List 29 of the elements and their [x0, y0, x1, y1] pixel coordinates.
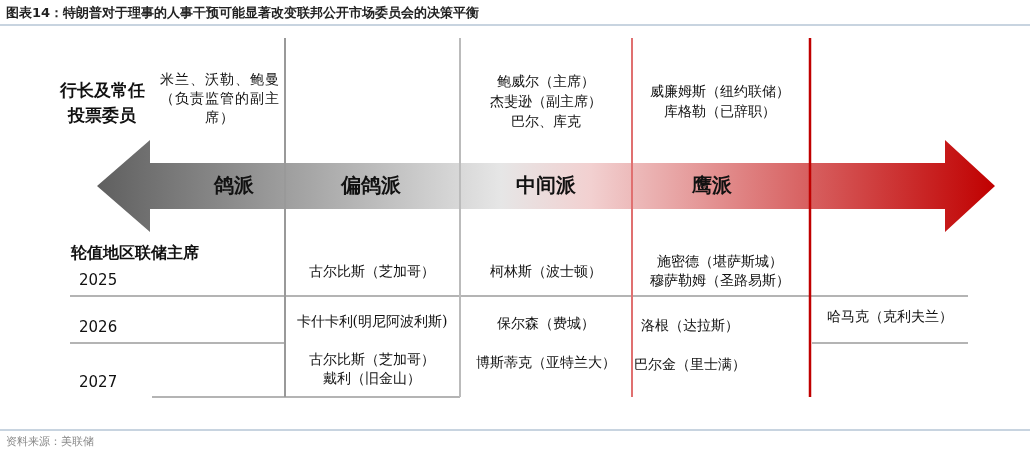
member-name: 巴尔金（里士满）	[634, 355, 746, 374]
category-label: 偏鸽派	[341, 176, 401, 195]
year-label: 2025	[79, 271, 118, 290]
member-name: 施密德（堪萨斯城）	[657, 252, 783, 271]
source-note: 资料来源：美联储	[6, 434, 94, 449]
member-name: 杰斐逊（副主席）	[490, 92, 602, 111]
member-name: 鲍威尔（主席）	[497, 72, 595, 91]
year-label: 2026	[79, 318, 118, 337]
member-name: 库格勒（已辞职）	[664, 102, 776, 121]
member-name: 古尔比斯（芝加哥）	[309, 262, 435, 281]
member-names: 米兰、沃勒、鲍曼（负责监管的副主席）	[159, 70, 281, 127]
chart-title: 图表14：特朗普对于理事的人事干预可能显著改变联邦公开市场委员会的决策平衡	[6, 4, 480, 22]
member-name: 保尔森（费城）	[497, 314, 595, 333]
member-name: 穆萨勒姆（圣路易斯）	[650, 271, 790, 290]
category-label: 鹰派	[692, 176, 732, 195]
member-name: 巴尔、库克	[511, 112, 581, 131]
member-name: 威廉姆斯（纽约联储）	[650, 82, 790, 101]
member-name: 哈马克（克利夫兰）	[827, 307, 953, 326]
year-label: 2027	[79, 373, 118, 392]
member-name: 卡什卡利(明尼阿波利斯)	[296, 312, 448, 331]
row-header: 行长及常任投票委员	[58, 79, 146, 127]
category-label: 鸽派	[214, 176, 254, 195]
member-name: 古尔比斯（芝加哥）	[309, 350, 435, 369]
member-name: 戴利（旧金山）	[323, 369, 421, 388]
member-name: 柯林斯（波士顿）	[490, 262, 602, 281]
category-label: 中间派	[516, 176, 576, 195]
member-name: 洛根（达拉斯）	[641, 316, 739, 335]
row-header: 轮值地区联储主席	[71, 243, 199, 262]
member-name: 博斯蒂克（亚特兰大）	[476, 353, 616, 372]
